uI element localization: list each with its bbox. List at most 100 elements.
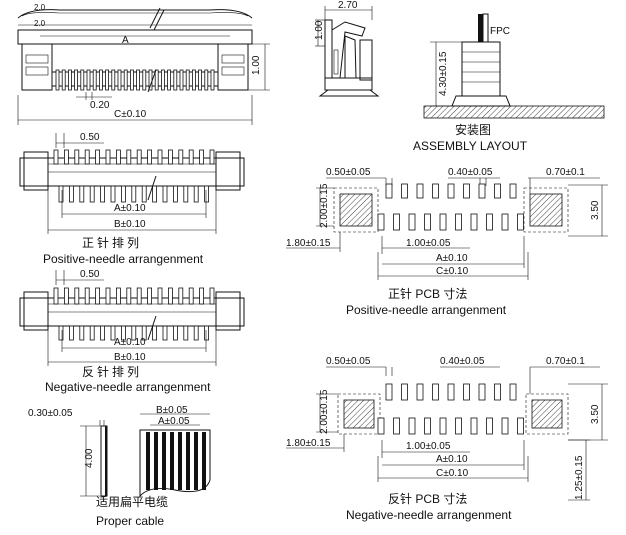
top-view-pin	[68, 69, 72, 91]
positive-caption-cn: 正针排列	[82, 235, 142, 250]
pcb-pos-dim-side: 0.70±0.1	[546, 167, 585, 178]
top-view-pin	[136, 69, 141, 91]
top-view-pin	[111, 69, 116, 91]
pcb-negative-pad-bottom	[439, 417, 447, 435]
top-dim-a: A	[122, 35, 129, 46]
top-view-pin	[117, 69, 122, 91]
negative-pin-bottom	[162, 325, 168, 341]
pcb-pos-dim-row: 2.00±0.15	[319, 183, 330, 228]
positive-pin-bottom	[121, 185, 126, 203]
top-dim-pitch: 0.20	[90, 100, 110, 111]
assembly-caption-en: ASSEMBLY LAYOUT	[413, 139, 528, 153]
pcb-positive-pad-top	[509, 183, 517, 199]
positive-pin-bottom	[110, 185, 116, 203]
positive-pin-bottom	[162, 185, 168, 203]
pcb-positive-pad-bottom	[439, 213, 447, 231]
top-view-pin	[86, 69, 91, 91]
negative-pin-top	[64, 287, 69, 305]
cable-conductor	[170, 432, 174, 490]
top-small-label-a: 2.0	[34, 3, 46, 12]
pcb-positive-pad-bottom	[408, 213, 416, 231]
pcb-neg-dim-bottom: 1.25±0.15	[574, 455, 585, 500]
negative-pin-bottom	[89, 325, 95, 341]
positive-pin-top	[116, 149, 121, 165]
connector-top-view: 2.0 2.0 A 0.20 C±0.10	[17, 3, 270, 125]
positive-pin-top	[136, 149, 142, 165]
pcb-neg-caption-en: Negative-needle arrangenment	[346, 508, 512, 522]
pcb-positive-pad-top	[385, 183, 393, 199]
pcb-positive-pad-top	[494, 183, 501, 199]
cable-dim-thickness: 0.30±0.05	[28, 408, 73, 419]
top-view-pin	[204, 69, 209, 91]
top-view-pin	[61, 69, 66, 91]
positive-pin-top	[178, 149, 184, 165]
top-view-pin	[160, 69, 165, 91]
negative-pin-top	[95, 287, 100, 305]
pcb-negative-pad-top	[416, 383, 424, 401]
pcb-negative-pad-top	[478, 383, 486, 401]
pcb-pos-dim-edge: 1.80±0.15	[286, 238, 331, 249]
positive-caption-en: Positive-needle arrangenment	[43, 252, 204, 266]
negative-pin-bottom	[58, 325, 64, 341]
pcb-positive-view: 0.50±0.05 0.40±0.05 0.70±0.1 2.00±0.15 3…	[286, 167, 608, 317]
positive-pin-top	[157, 149, 163, 165]
cable-conductor	[154, 432, 158, 490]
negative-pin-top	[147, 287, 153, 305]
pcb-negative-pad-top	[401, 383, 408, 401]
pcb-pos-dim-a: A±0.10	[436, 253, 468, 264]
pcb-neg-dim-c: C±0.10	[436, 468, 469, 479]
negative-pin-top	[136, 287, 142, 305]
negative-pin-top	[167, 287, 173, 305]
positive-pin-bottom	[152, 185, 158, 203]
negative-pin-bottom	[172, 325, 178, 341]
pcb-negative-pad-bottom	[424, 417, 431, 435]
pcb-positive-pad-top	[401, 183, 408, 199]
top-view-pin	[179, 69, 184, 91]
pcb-positive-pad-bottom	[517, 213, 524, 231]
pcb-neg-dim-edge: 1.80±0.15	[286, 438, 331, 449]
top-view-pin	[198, 69, 203, 91]
top-view-pin	[185, 69, 190, 91]
negative-pin-top	[199, 287, 205, 305]
positive-dim-a: A±0.10	[114, 203, 146, 214]
assembly-dim-height: 1.00	[314, 20, 325, 40]
assembly-dim-insert: 4.30±0.15	[438, 51, 449, 96]
negative-pin-top	[188, 287, 194, 305]
cable-caption-en: Proper cable	[96, 514, 164, 528]
top-view-pin	[129, 69, 134, 91]
pcb-pos-dim-c: C±0.10	[436, 266, 469, 277]
positive-pin-bottom	[183, 185, 189, 203]
top-view-pin	[123, 69, 128, 91]
top-small-label-b: 2.0	[34, 19, 46, 28]
positive-pin-top	[209, 149, 215, 165]
negative-pin-bottom	[152, 325, 158, 341]
cable-view: 0.30±0.05 4.00 B±0.05 A±0.05 适用扁平电缆 Prop…	[28, 405, 211, 528]
pcb-neg-dim-offset: 1.00±0.05	[406, 441, 451, 452]
top-view-pin	[74, 69, 78, 91]
pcb-pos-caption-cn: 正针 PCB 寸法	[388, 286, 467, 301]
pcb-positive-pad-bottom	[377, 213, 385, 231]
top-view-pin	[191, 69, 196, 91]
assembly-caption-cn: 安装图	[455, 122, 491, 137]
pcb-pos-caption-en: Positive-needle arrangenment	[346, 303, 507, 317]
negative-pin-top	[178, 287, 184, 305]
negative-dim-a: A±0.10	[114, 337, 146, 348]
pcb-positive-pad-bottom	[424, 213, 431, 231]
cable-conductor	[194, 432, 198, 490]
negative-caption-cn: 反针排列	[82, 364, 142, 379]
pcb-positive-pad-top	[416, 183, 424, 199]
positive-pin-top	[95, 149, 100, 165]
top-dim-height: 1.00	[251, 55, 262, 75]
pcb-negative-pad-top	[494, 383, 501, 401]
positive-pin-bottom	[141, 185, 147, 203]
pcb-neg-caption-cn: 反针 PCB 寸法	[388, 491, 467, 506]
positive-pin-bottom	[193, 185, 199, 203]
negative-pin-bottom	[131, 325, 137, 341]
pcb-neg-dim-total-h: 3.50	[590, 404, 601, 424]
positive-pin-top	[199, 149, 205, 165]
pcb-negative-pad-bottom	[377, 417, 385, 435]
positive-dim-pitch: 0.50	[80, 132, 100, 143]
pcb-negative-pad-top	[432, 383, 439, 401]
cable-conductor	[202, 432, 206, 490]
